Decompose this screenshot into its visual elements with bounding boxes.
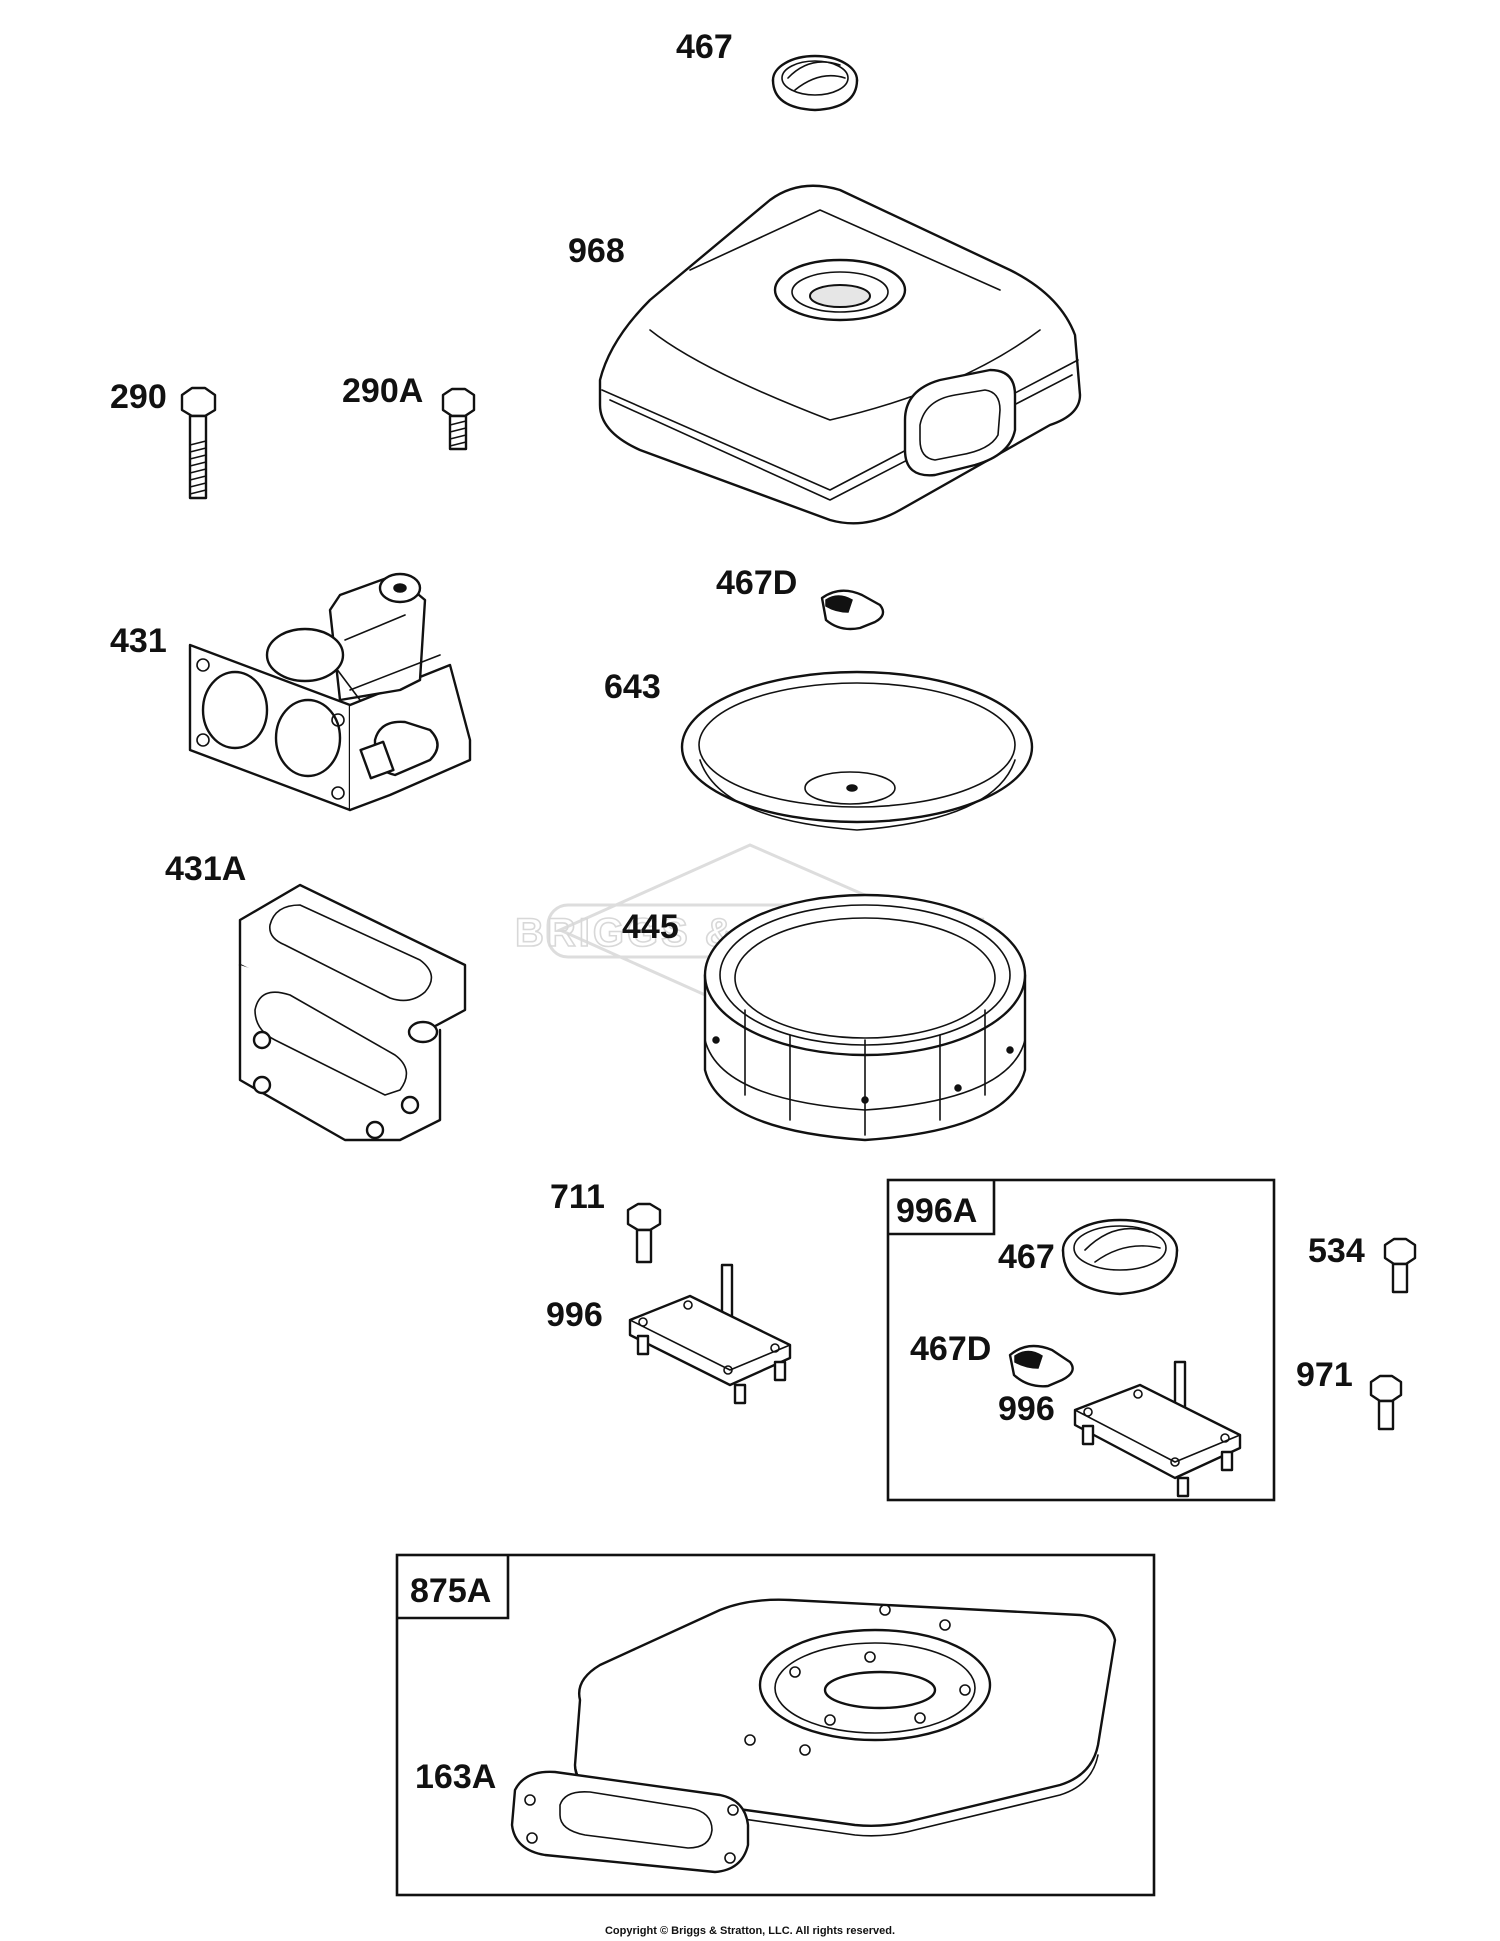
kit-callout-996: 996 [998, 1390, 1055, 1428]
callout-711: 711 [550, 1178, 605, 1216]
part-968-cover[interactable] [598, 184, 1082, 525]
part-445-filter[interactable] [703, 893, 1027, 1142]
part-290-bolt[interactable] [180, 386, 217, 500]
callout-290A: 290A [342, 372, 423, 410]
part-971-screw[interactable] [1369, 1374, 1403, 1431]
kit-part-467D-knob[interactable] [1008, 1344, 1074, 1388]
callout-996: 996 [546, 1296, 603, 1334]
part-467-cap[interactable] [771, 54, 859, 112]
part-290A-bolt[interactable] [441, 387, 476, 451]
copyright-notice: Copyright © Briggs & Stratton, LLC. All … [605, 1925, 895, 1937]
callout-445: 445 [622, 908, 679, 946]
kit-part-467-cap[interactable] [1061, 1218, 1179, 1296]
callout-467-top: 467 [676, 28, 733, 66]
callout-290: 290 [110, 378, 167, 416]
callout-968: 968 [568, 232, 625, 270]
kit-part-996-plate[interactable] [1073, 1360, 1242, 1498]
part-431A-adapter[interactable] [238, 883, 467, 1142]
kit-callout-467: 467 [998, 1238, 1055, 1276]
kit-996A-label: 996A [896, 1192, 977, 1230]
kit-callout-467D: 467D [910, 1330, 991, 1368]
callout-534: 534 [1308, 1232, 1365, 1270]
part-431-bracket[interactable] [188, 572, 472, 812]
kit-callout-163A: 163A [415, 1758, 496, 1796]
kit-996A: 996A 467 467D 996 [886, 1178, 1276, 1502]
part-163A-gasket[interactable] [510, 1770, 750, 1874]
callout-971: 971 [1296, 1356, 1353, 1394]
callout-431: 431 [110, 622, 167, 660]
part-996-plate[interactable] [628, 1263, 792, 1405]
kit-875A: 875A 163A [395, 1553, 1156, 1897]
callout-643: 643 [604, 668, 661, 706]
kit-875A-label: 875A [410, 1572, 491, 1610]
part-711-screw[interactable] [626, 1202, 662, 1264]
callout-431A: 431A [165, 850, 246, 888]
part-534-screw[interactable] [1383, 1237, 1417, 1294]
part-875A-plate[interactable] [573, 1598, 1117, 1837]
part-467D-knob[interactable] [820, 589, 885, 631]
callout-467D-top: 467D [716, 564, 797, 602]
part-643-base[interactable] [680, 670, 1034, 831]
